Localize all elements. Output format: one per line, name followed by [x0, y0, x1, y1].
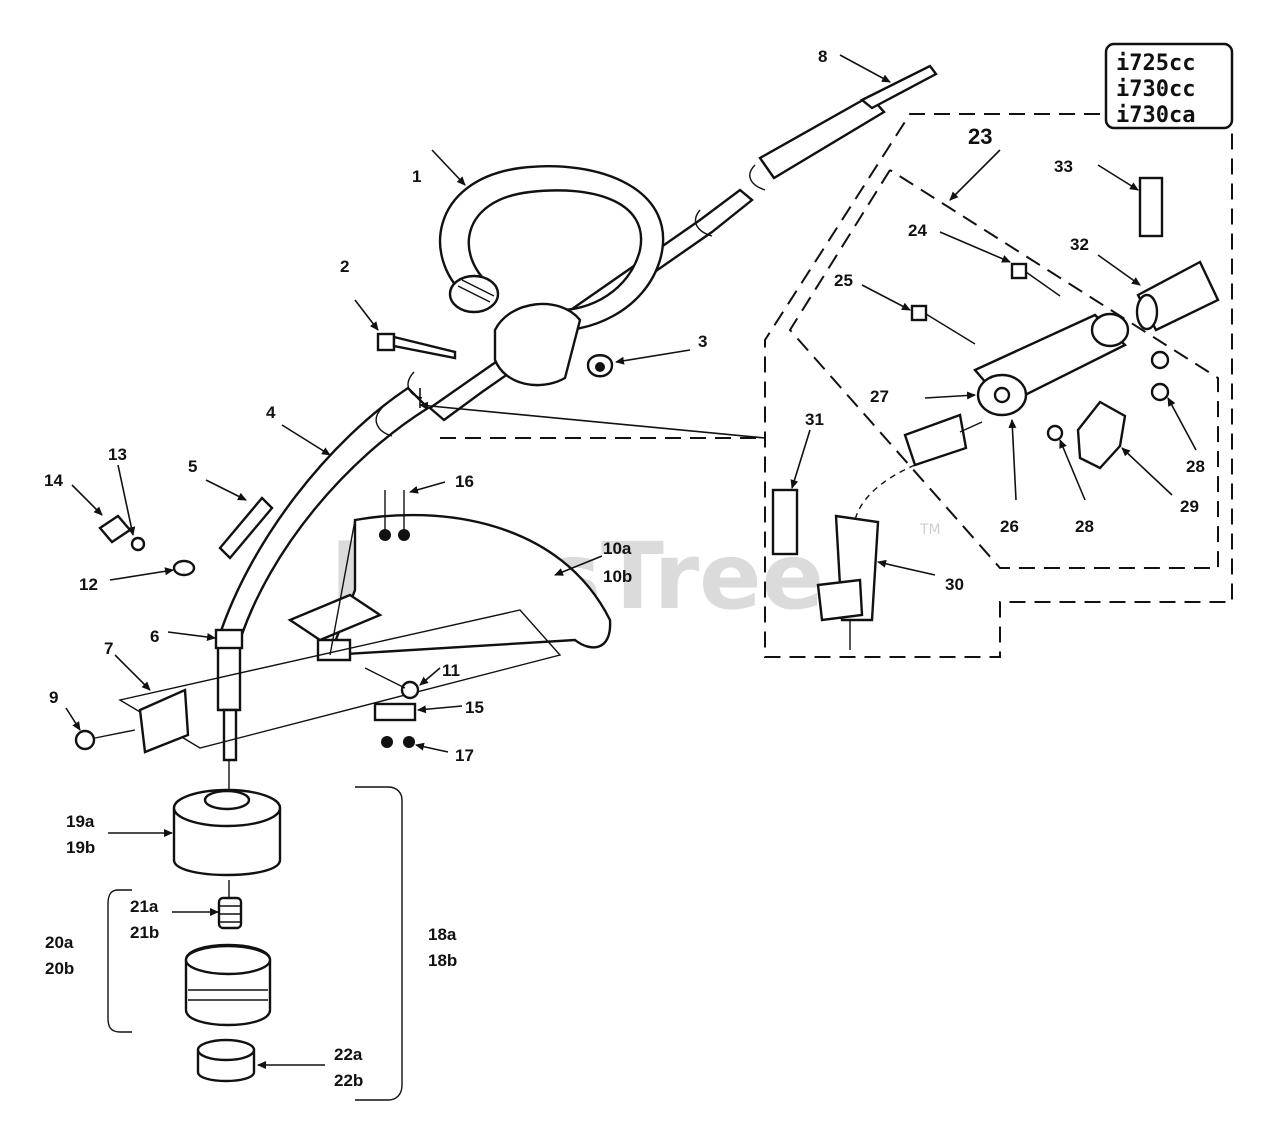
trademark: TM — [919, 522, 941, 538]
callout-16: 16 — [455, 472, 474, 491]
callout-25: 25 — [834, 271, 853, 290]
shaft-part-30 — [816, 514, 880, 650]
nut-part-28-lower — [1150, 382, 1170, 402]
leader-arrows — [65, 54, 1197, 1069]
nut-part-14 — [98, 514, 132, 544]
callout-30: 30 — [945, 575, 964, 594]
callout-32: 32 — [1070, 235, 1089, 254]
callout-8: 8 — [818, 47, 827, 66]
bracket-20 — [107, 889, 132, 1033]
spool-housing-part-19 — [172, 788, 282, 877]
washer-part-13 — [130, 536, 146, 552]
model-i725cc: i725cc — [1116, 51, 1195, 76]
callout-21b: 21b — [130, 923, 159, 942]
callout-11: 11 — [442, 661, 460, 680]
detail-outer-boundary — [764, 113, 1233, 658]
callout-17: 17 — [455, 746, 474, 765]
bump-knob-part-22 — [196, 1038, 256, 1083]
callout-22a: 22a — [334, 1045, 363, 1064]
bracket-18 — [355, 786, 403, 1101]
callout-13: 13 — [108, 445, 127, 464]
callout-28-right: 28 — [1186, 457, 1205, 476]
washer-part-12 — [172, 559, 196, 577]
label-part-33 — [1138, 176, 1164, 238]
callout-29: 29 — [1180, 497, 1199, 516]
callout-6: 6 — [150, 627, 159, 646]
callout-19a: 19a — [66, 812, 95, 831]
nut-part-28-side — [1046, 424, 1064, 442]
callout-33: 33 — [1054, 157, 1073, 176]
lower-coupler-shaft — [854, 413, 983, 521]
callout-10a: 10a — [603, 539, 632, 558]
callout-15: 15 — [465, 698, 484, 717]
callout-18b: 18b — [428, 951, 457, 970]
callout-22b: 22b — [334, 1071, 363, 1090]
callout-31: 31 — [805, 410, 824, 429]
label-part-5 — [218, 496, 274, 560]
model-box: i725cc i730cc i730ca — [1104, 42, 1234, 130]
label-part-31 — [771, 488, 799, 556]
grass-guard — [287, 513, 612, 662]
callout-19b: 19b — [66, 838, 95, 857]
callout-20a: 20a — [45, 933, 74, 952]
callout-28-left: 28 — [1075, 517, 1094, 536]
callout-10b: 10b — [603, 567, 632, 586]
callout-26: 26 — [1000, 517, 1019, 536]
callout-9: 9 — [49, 688, 58, 707]
plate-part-15 — [373, 702, 417, 722]
washer-part-11 — [400, 680, 420, 700]
bracket-part-7 — [138, 688, 190, 754]
callout-18a: 18a — [428, 925, 457, 944]
nuts-part-17 — [381, 736, 415, 748]
callout-4: 4 — [266, 403, 276, 422]
callout-21a: 21a — [130, 897, 159, 916]
loop-handle — [438, 165, 665, 387]
screw-part-9 — [74, 729, 136, 751]
callout-7: 7 — [104, 639, 113, 658]
spool-part-20 — [184, 943, 272, 1027]
callout-20b: 20b — [45, 959, 74, 978]
model-i730cc: i730cc — [1116, 77, 1195, 102]
callout-labels: 1 2 3 4 5 6 7 8 9 10a 10b 11 12 13 14 15… — [44, 47, 1205, 1090]
callout-12: 12 — [79, 575, 98, 594]
knob-part-29 — [1076, 400, 1127, 470]
detail-inner-boundary-23 — [788, 169, 1219, 569]
bolt-part-24 — [1010, 262, 1061, 297]
callout-3: 3 — [698, 332, 707, 351]
callout-23: 23 — [968, 124, 992, 149]
callout-2: 2 — [340, 257, 349, 276]
coupler-assembly — [973, 312, 1130, 417]
callout-24: 24 — [908, 221, 927, 240]
callout-5: 5 — [188, 457, 197, 476]
nuts-part-16 — [379, 490, 410, 541]
nut-part-28-upper — [1150, 350, 1170, 370]
wing-nut-part-3 — [586, 354, 614, 378]
bolt-shaft-11 — [364, 667, 406, 689]
callout-27: 27 — [870, 387, 889, 406]
callout-1: 1 — [412, 167, 421, 186]
curved-shaft — [214, 371, 430, 762]
model-i730ca: i730ca — [1116, 103, 1195, 128]
spring-part-21 — [217, 896, 243, 930]
bolt-part-25 — [910, 304, 976, 345]
shaft-part-32 — [1135, 260, 1220, 332]
bolt-part-2 — [376, 332, 457, 360]
callout-14: 14 — [44, 471, 63, 490]
